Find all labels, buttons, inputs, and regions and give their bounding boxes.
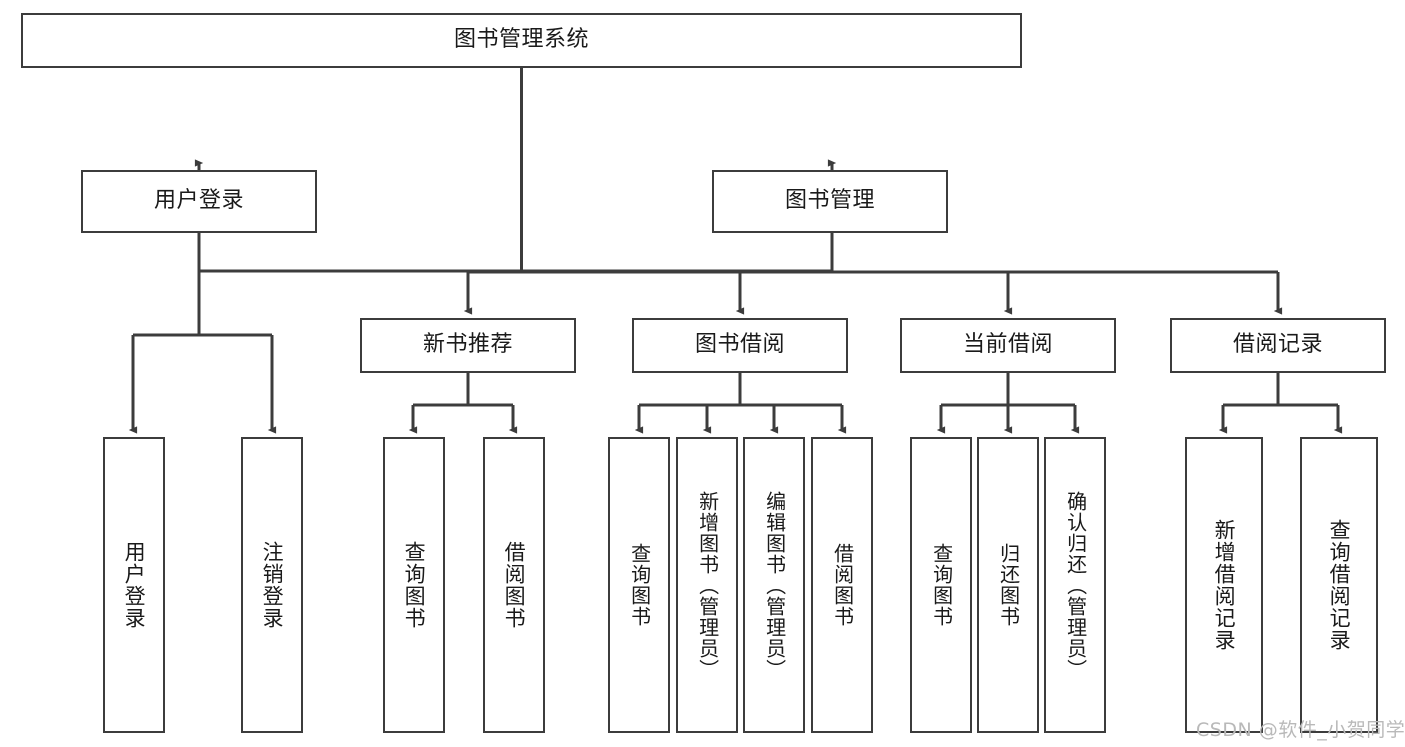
node-user-login[interactable]: 用户登录 xyxy=(81,170,317,233)
leaf-user-login-logout[interactable]: 注销登录 xyxy=(241,437,303,733)
node-label: 查询图书 xyxy=(627,543,652,627)
node-label: 确认归还（管理员） xyxy=(1063,490,1088,680)
node-label: 图书借阅 xyxy=(694,332,785,358)
node-label: 查询图书 xyxy=(402,541,427,629)
leaf-book-borrow-add-book-admin[interactable]: 新增图书（管理员） xyxy=(676,437,738,733)
node-label: 编辑图书（管理员） xyxy=(762,490,787,680)
csdn-watermark: CSDN @软件_小贺同学 xyxy=(1196,719,1405,741)
node-label: 借阅记录 xyxy=(1232,332,1323,358)
node-label: 当前借阅 xyxy=(962,332,1053,358)
leaf-new-book-borrow-book[interactable]: 借阅图书 xyxy=(483,437,545,733)
node-label: 新书推荐 xyxy=(422,332,513,358)
node-label: 查询图书 xyxy=(929,543,954,627)
node-label: 查询借阅记录 xyxy=(1327,519,1352,651)
leaf-user-login-login[interactable]: 用户登录 xyxy=(103,437,165,733)
leaf-book-borrow-edit-book-admin[interactable]: 编辑图书（管理员） xyxy=(743,437,805,733)
node-label: 新增借阅记录 xyxy=(1212,519,1237,651)
leaf-borrow-record-query-record[interactable]: 查询借阅记录 xyxy=(1300,437,1378,733)
node-label: 注销登录 xyxy=(260,541,285,629)
node-root-book-management-system[interactable]: 图书管理系统 xyxy=(21,13,1022,68)
node-label: 借阅图书 xyxy=(830,543,855,627)
leaf-new-book-query-book[interactable]: 查询图书 xyxy=(383,437,445,733)
node-current-borrow[interactable]: 当前借阅 xyxy=(900,318,1116,373)
node-label: 归还图书 xyxy=(996,543,1021,627)
node-label: 用户登录 xyxy=(153,188,244,214)
node-new-book-recommend[interactable]: 新书推荐 xyxy=(360,318,576,373)
node-label: 新增图书（管理员） xyxy=(695,490,720,680)
leaf-current-borrow-return-book[interactable]: 归还图书 xyxy=(977,437,1039,733)
node-label: 借阅图书 xyxy=(502,541,527,629)
leaf-current-borrow-query-book[interactable]: 查询图书 xyxy=(910,437,972,733)
node-book-borrow[interactable]: 图书借阅 xyxy=(632,318,848,373)
node-label: 图书管理 xyxy=(784,188,875,214)
leaf-book-borrow-query-book[interactable]: 查询图书 xyxy=(608,437,670,733)
node-label: 图书管理系统 xyxy=(453,27,589,53)
node-borrow-record[interactable]: 借阅记录 xyxy=(1170,318,1386,373)
leaf-book-borrow-borrow-book[interactable]: 借阅图书 xyxy=(811,437,873,733)
node-label: 用户登录 xyxy=(122,541,147,629)
leaf-borrow-record-add-record[interactable]: 新增借阅记录 xyxy=(1185,437,1263,733)
leaf-current-borrow-confirm-return-admin[interactable]: 确认归还（管理员） xyxy=(1044,437,1106,733)
node-book-management[interactable]: 图书管理 xyxy=(712,170,948,233)
